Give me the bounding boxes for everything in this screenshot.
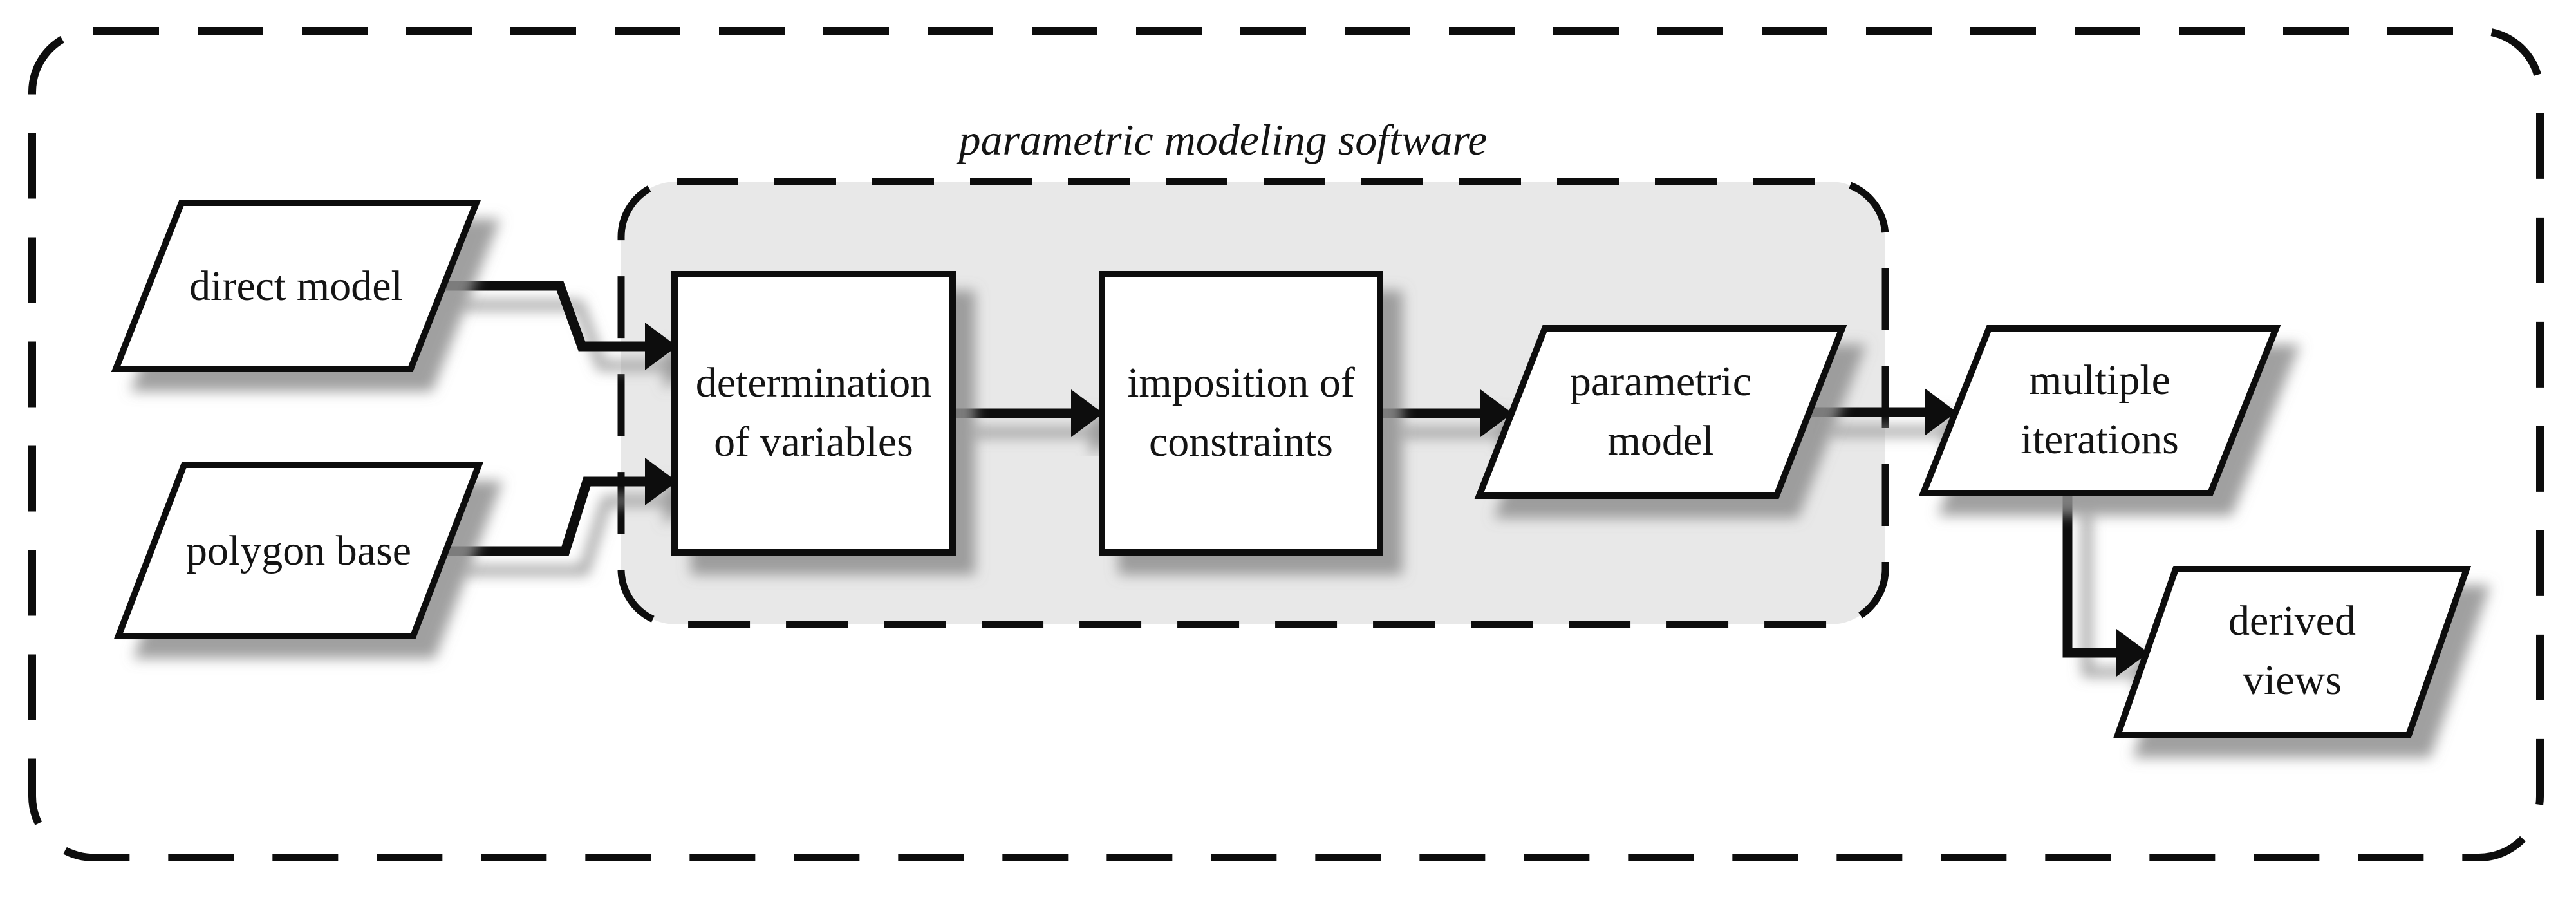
arrow-parametric-model-to-multiple-iterations [1810, 388, 1957, 436]
determination-label-line2: of variables [714, 418, 913, 465]
determination-shape [671, 271, 956, 556]
node-polygon-base: polygon base [113, 462, 484, 639]
direct-model-label: direct model [189, 263, 403, 310]
polygon-base-shape [113, 462, 484, 639]
multiple-iterations-label-line2: iterations [2021, 416, 2179, 463]
node-imposition-of-constraints: imposition of constraints [1099, 271, 1383, 556]
direct-model-shape [111, 200, 481, 372]
node-derived-views: derived views [2113, 566, 2472, 738]
arrowhead-icon [1480, 389, 1513, 437]
arrowhead-icon [645, 323, 677, 370]
multiple-iterations-label-line1: multiple [2029, 357, 2170, 404]
node-multiple-iterations: multiple iterations [1918, 325, 2281, 496]
determination-label-line1: determination [696, 359, 932, 406]
outer-boundary [28, 27, 2544, 861]
imposition-shape [1099, 271, 1383, 556]
derived-views-shape [2113, 566, 2472, 738]
container-title: parametric modeling software [957, 115, 1488, 164]
parametric-model-label-line2: model [1608, 417, 1714, 464]
arrow-multiple-iterations-to-derived-views [2062, 492, 2149, 677]
arrow-imposition-to-parametric-model [1380, 389, 1513, 437]
arrow-polygon-base-to-determination [444, 458, 677, 556]
arrowhead-icon [645, 458, 677, 505]
arrow-line [442, 281, 648, 352]
parametric-model-label-line1: parametric [1570, 358, 1751, 405]
imposition-label-line2: constraints [1149, 418, 1333, 465]
imposition-label-line1: imposition of [1127, 359, 1355, 406]
multiple-iterations-shape [1918, 325, 2281, 496]
arrow-direct-model-to-determination [442, 281, 677, 370]
arrow-line [2062, 492, 2119, 658]
arrow-line [444, 476, 648, 556]
arrowhead-icon [1925, 388, 1957, 436]
arrowhead-icon [1071, 389, 1103, 437]
arrowhead-icon [2116, 629, 2149, 677]
node-determination-of-variables: determination of variables [671, 271, 956, 556]
arrow-determination-to-imposition [953, 389, 1103, 437]
derived-views-label-line1: derived [2228, 597, 2356, 644]
derived-views-label-line2: views [2243, 657, 2342, 704]
parametric-model-shape [1474, 325, 1847, 499]
node-parametric-model: parametric model [1474, 325, 1847, 499]
polygon-base-label: polygon base [186, 527, 411, 574]
node-direct-model: direct model [111, 200, 481, 372]
